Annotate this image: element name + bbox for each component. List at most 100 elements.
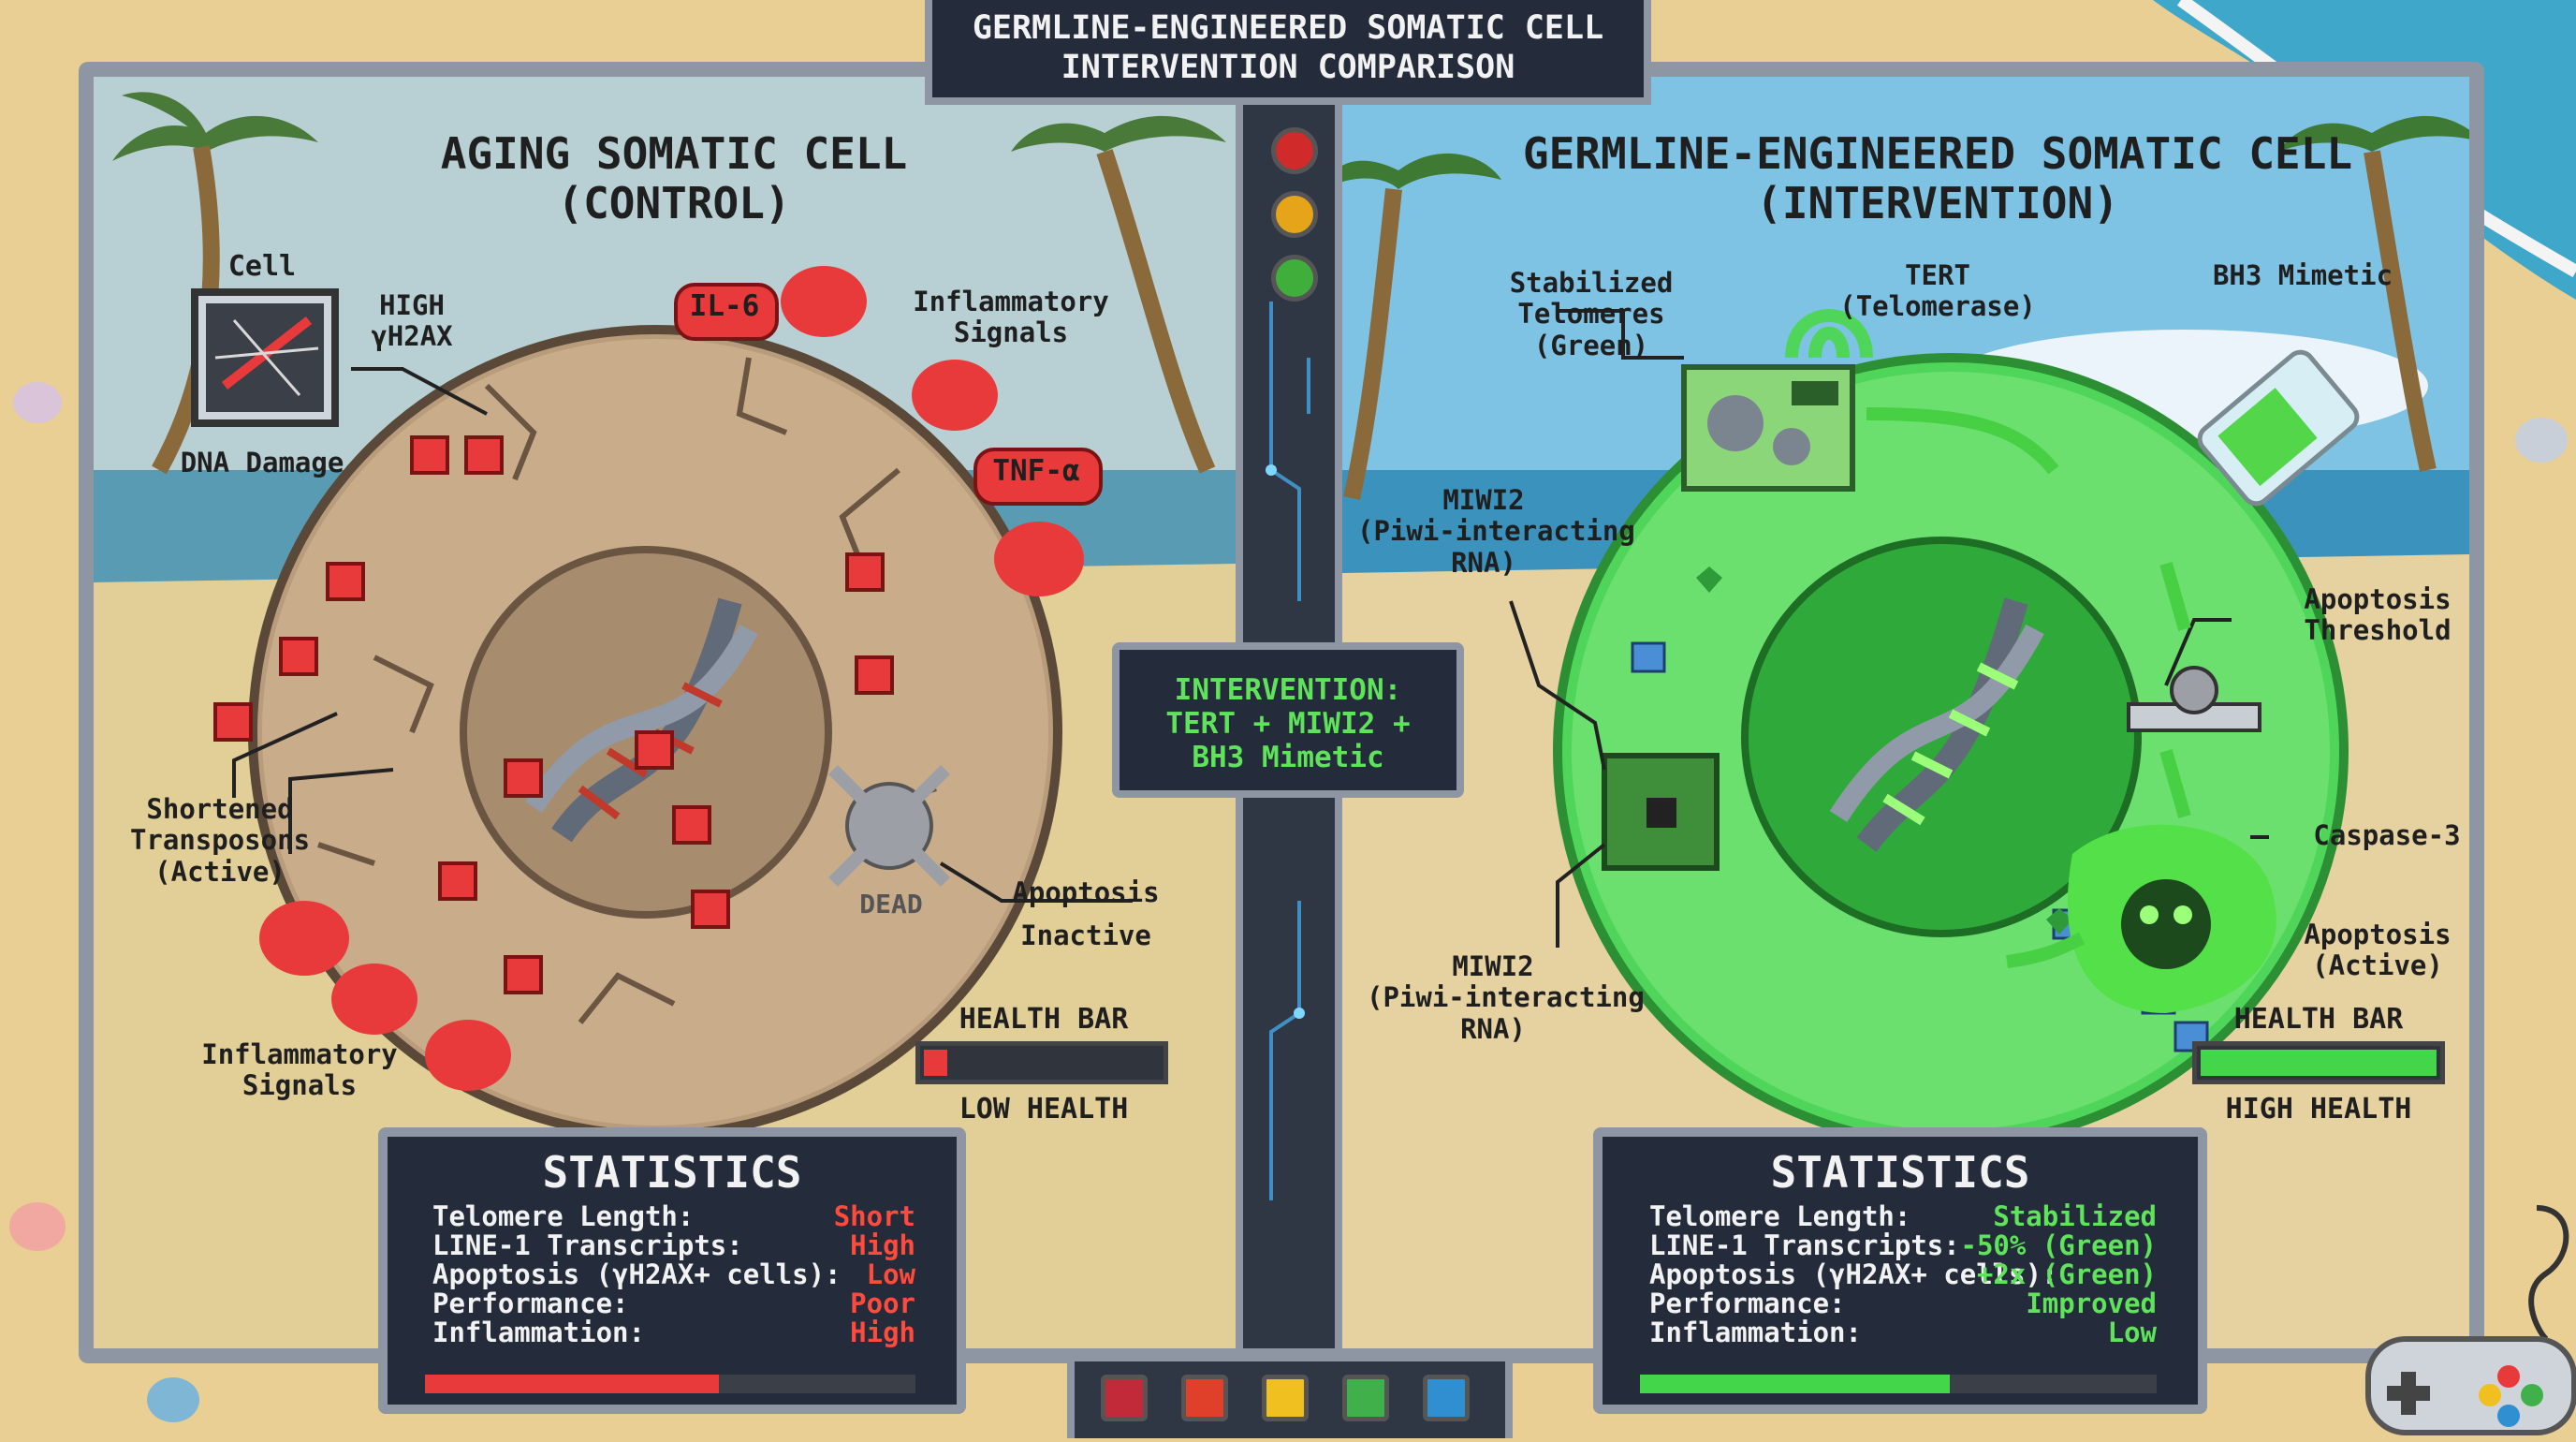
arrow-icons bbox=[1866, 407, 2191, 968]
red-button[interactable] bbox=[1101, 1375, 1148, 1421]
palm-tree-icon bbox=[1011, 115, 1226, 474]
right-panel-title: GERMLINE-ENGINEERED SOMATIC CELL(INTERVE… bbox=[1522, 128, 2353, 228]
blue-button[interactable] bbox=[1423, 1375, 1470, 1421]
right-health-bar bbox=[2192, 1041, 2445, 1084]
stat-label: LINE-1 Transcripts: bbox=[1649, 1229, 1960, 1261]
right-health-bar-fill bbox=[2201, 1050, 2437, 1076]
apoptosis-active-label: Apoptosis(Active) bbox=[2304, 919, 2452, 982]
stat-label: Inflammation: bbox=[1649, 1317, 1862, 1348]
apoptosis-threshold-icon bbox=[2127, 666, 2261, 732]
stat-value: Stabilized bbox=[1993, 1200, 2157, 1232]
palm-tree-icon bbox=[2278, 115, 2469, 472]
controller-icon bbox=[2359, 1199, 2576, 1438]
right-health-bar-status: HIGH HEALTH bbox=[2225, 1093, 2412, 1126]
left-health-bar-fill bbox=[924, 1050, 947, 1076]
stat-value: High bbox=[850, 1229, 915, 1261]
stat-value: +2x (Green) bbox=[1976, 1258, 2157, 1290]
skull-icon bbox=[259, 266, 1084, 1091]
stats-left-title: STATISTICS bbox=[542, 1147, 802, 1198]
right-health-bar-label: HEALTH BAR bbox=[2233, 1003, 2404, 1036]
status-light-green bbox=[1271, 255, 1318, 302]
stat-label: Performance: bbox=[432, 1288, 629, 1319]
chip-icon bbox=[1602, 753, 1720, 871]
tert-label: TERT(Telomerase) bbox=[1839, 259, 2036, 323]
stat-label: Apoptosis (γH2AX+ cells): bbox=[1649, 1258, 2058, 1290]
seashell-icon bbox=[9, 1202, 66, 1251]
bottom-button-bar bbox=[1067, 1354, 1513, 1438]
skull-icon bbox=[828, 765, 950, 887]
header-title-box: GERMLINE-ENGINEERED SOMATIC CELL INTERVE… bbox=[925, 0, 1651, 105]
heart-icon bbox=[1696, 566, 2072, 934]
stats-right-title: STATISTICS bbox=[1770, 1147, 2030, 1198]
stat-value: Low bbox=[866, 1258, 915, 1290]
stat-label: Apoptosis (γH2AX+ cells): bbox=[432, 1258, 842, 1290]
dna-helix-icon bbox=[1829, 597, 2044, 852]
header-title-line1: GERMLINE-ENGINEERED SOMATIC CELL bbox=[972, 9, 1604, 47]
gear-icon bbox=[1681, 309, 1873, 492]
stat-label: LINE-1 Transcripts: bbox=[432, 1229, 743, 1261]
leader-lines bbox=[232, 367, 1133, 903]
leader-lines bbox=[1509, 309, 2269, 948]
left-health-bar bbox=[915, 1041, 1168, 1084]
stats-left-bar bbox=[425, 1375, 915, 1393]
cell-label: Cell bbox=[227, 250, 297, 283]
tnf-bubble bbox=[973, 448, 1103, 506]
stat-value: Low bbox=[2107, 1317, 2157, 1348]
yellow-button[interactable] bbox=[1262, 1375, 1309, 1421]
stats-right-bar-fill bbox=[1640, 1375, 1950, 1393]
stat-label: Performance: bbox=[1649, 1288, 1846, 1319]
status-light-red bbox=[1271, 127, 1318, 174]
stat-label: Telomere Length: bbox=[432, 1200, 695, 1232]
damage-marks bbox=[213, 435, 894, 994]
stat-label: Inflammation: bbox=[432, 1317, 645, 1348]
seashell-icon bbox=[147, 1377, 199, 1422]
green-button[interactable] bbox=[1342, 1375, 1389, 1421]
bh3-label: BH3 Mimetic bbox=[2212, 259, 2393, 291]
left-health-bar-status: LOW HEALTH bbox=[959, 1093, 1129, 1126]
dead-label: DEAD bbox=[859, 889, 923, 920]
stats-left-bar-fill bbox=[425, 1375, 719, 1393]
tnf-label: TNF-α bbox=[992, 454, 1080, 488]
skull-icon bbox=[2067, 824, 2276, 1013]
orange-button[interactable] bbox=[1181, 1375, 1228, 1421]
intervention-line2: TERT + MIWI2 + bbox=[1165, 707, 1411, 741]
stats-right-bar bbox=[1640, 1375, 2157, 1393]
left-panel-title: AGING SOMATIC CELL(CONTROL) bbox=[440, 128, 908, 228]
intervention-line1: INTERVENTION: bbox=[1174, 673, 1402, 707]
caspase-label: Caspase-3 bbox=[2313, 819, 2461, 851]
intervention-box: INTERVENTION: TERT + MIWI2 + BH3 Mimetic bbox=[1112, 642, 1464, 798]
intervention-line3: BH3 Mimetic bbox=[1192, 741, 1384, 774]
il6-bubble bbox=[674, 283, 779, 341]
stat-value: Improved bbox=[2026, 1288, 2157, 1319]
dna-damage-label: DNA Damage bbox=[180, 447, 344, 478]
status-light-yellow bbox=[1271, 191, 1318, 238]
stat-value: Poor bbox=[850, 1288, 915, 1319]
right-panel bbox=[1342, 77, 2469, 1348]
stat-value: Short bbox=[833, 1200, 915, 1232]
left-health-bar-label: HEALTH BAR bbox=[959, 1003, 1129, 1036]
seashell-icon bbox=[13, 382, 62, 423]
stat-value: High bbox=[850, 1317, 915, 1348]
stat-value: -50% (Green) bbox=[1960, 1229, 2157, 1261]
dna-damage-icon bbox=[191, 288, 339, 427]
palm-tree-icon bbox=[1342, 153, 1501, 500]
left-panel bbox=[94, 77, 1236, 1348]
stat-label: Telomere Length: bbox=[1649, 1200, 1911, 1232]
header-title-line2: INTERVENTION COMPARISON bbox=[1061, 49, 1515, 86]
seashell-icon bbox=[2515, 418, 2568, 463]
bottle-icon bbox=[2197, 349, 2360, 507]
il6-label: IL-6 bbox=[689, 289, 760, 323]
